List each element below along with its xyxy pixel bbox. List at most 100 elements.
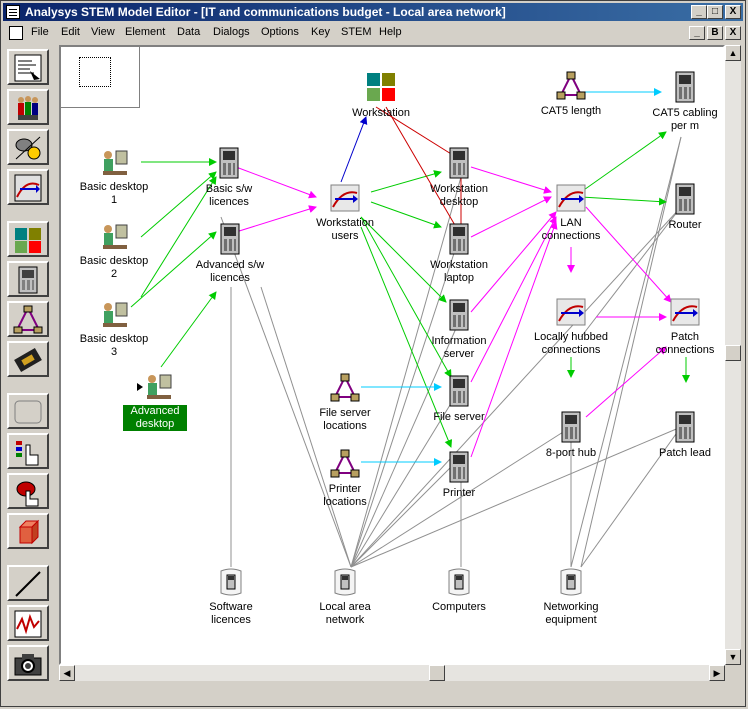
- node-file-server-locations[interactable]: File server locations: [307, 373, 383, 433]
- menu-data[interactable]: Data: [177, 26, 200, 38]
- menu-dialogs-label: Dialogs: [213, 26, 250, 38]
- app-icon[interactable]: [6, 5, 20, 19]
- menu-element[interactable]: Element: [125, 26, 165, 38]
- camera-tool-button[interactable]: [7, 645, 49, 681]
- pick-tool-button[interactable]: [7, 473, 49, 509]
- document-icon[interactable]: [9, 26, 23, 40]
- connect-tool-button[interactable]: [7, 129, 49, 165]
- node-printer-locations[interactable]: Printer locations: [307, 449, 383, 509]
- node-label: LAN connections: [541, 217, 601, 242]
- horizontal-scrollbar[interactable]: ◀ ▶: [59, 665, 725, 681]
- node-workstation-laptop[interactable]: Workstation laptop: [419, 223, 499, 285]
- scroll-left-button[interactable]: ◀: [59, 665, 75, 681]
- node-label: Advanced s/w licences: [195, 259, 265, 284]
- node-basic-sw-licences[interactable]: Basic s/w licences: [189, 147, 269, 209]
- collection-tool-button[interactable]: [7, 513, 49, 549]
- chart-tool-button[interactable]: [7, 605, 49, 641]
- window-title: Analysys STEM Model Editor - [IT and com…: [25, 5, 506, 19]
- node-label: Basic desktop 2: [79, 255, 149, 280]
- users-tool-button[interactable]: [7, 89, 49, 125]
- horizontal-scroll-thumb[interactable]: [429, 665, 445, 681]
- node-file-server[interactable]: File server: [419, 375, 499, 424]
- menu-key[interactable]: Key: [311, 26, 330, 38]
- node-information-server[interactable]: Information server: [419, 299, 499, 361]
- hand-tool-button[interactable]: [7, 433, 49, 469]
- maximize-button[interactable]: □: [707, 5, 723, 19]
- node-workstation-users[interactable]: Workstation users: [307, 183, 383, 243]
- menu-view-label: View: [91, 26, 115, 38]
- resource-icon: [220, 223, 240, 255]
- node-advanced-sw-licences[interactable]: Advanced s/w licences: [185, 223, 275, 285]
- desktop-user-icon: [103, 302, 128, 327]
- location-tool-button[interactable]: [7, 301, 49, 337]
- node-networking-equipment[interactable]: Networking equipment: [531, 567, 611, 627]
- menu-dialogs[interactable]: Dialogs: [213, 26, 250, 38]
- mdi-close-button[interactable]: X: [725, 26, 741, 40]
- node-patch-lead[interactable]: Patch lead: [649, 411, 721, 460]
- node-locally-hubbed-connections[interactable]: Locally hubbed connections: [521, 297, 621, 357]
- line-tool-button[interactable]: [7, 565, 49, 601]
- node-label: Patch lead: [659, 447, 711, 459]
- node-basic-desktop-3[interactable]: Basic desktop 3: [79, 301, 149, 359]
- node-basic-desktop-2[interactable]: Basic desktop 2: [79, 223, 149, 281]
- scroll-up-button[interactable]: ▲: [725, 45, 741, 61]
- node-computers[interactable]: Computers: [419, 567, 499, 614]
- node-advanced-desktop[interactable]: Advanced desktop: [123, 373, 187, 431]
- node-router[interactable]: Router: [649, 183, 721, 232]
- node-label: Advanced desktop: [123, 405, 187, 431]
- node-workstation[interactable]: Workstation: [343, 71, 419, 120]
- node-label: Basic s/w licences: [205, 183, 253, 208]
- model-canvas[interactable]: Basic desktop 1 Basic desktop 2 Basic de…: [59, 45, 725, 665]
- transformation-icon: [556, 298, 586, 326]
- menu-options[interactable]: Options: [261, 26, 299, 38]
- node-software-licences[interactable]: Software licences: [191, 567, 271, 627]
- menu-options-label: Options: [261, 26, 299, 38]
- menu-help[interactable]: Help: [379, 26, 402, 38]
- node-printer[interactable]: Printer: [419, 451, 499, 500]
- vertical-scrollbar[interactable]: ▲ ▼: [725, 45, 741, 665]
- node-label: Local area network: [319, 601, 371, 626]
- resource-tool-button[interactable]: [7, 261, 49, 297]
- node-lan-connections[interactable]: LAN connections: [531, 183, 611, 243]
- menu-edit[interactable]: Edit: [61, 26, 80, 38]
- resource-icon: [675, 71, 695, 103]
- node-local-area-network[interactable]: Local area network: [305, 567, 385, 627]
- vertical-scroll-thumb[interactable]: [725, 345, 741, 361]
- functional-tool-button[interactable]: [7, 221, 49, 257]
- overview-viewport[interactable]: [79, 57, 111, 87]
- node-cat5-cabling[interactable]: CAT5 cabling per m: [643, 71, 723, 133]
- title-bar[interactable]: Analysys STEM Model Editor - [IT and com…: [3, 3, 743, 21]
- transformation-icon: [556, 184, 586, 212]
- chip-tool-button[interactable]: [7, 341, 49, 377]
- close-button[interactable]: X: [725, 5, 741, 19]
- editor-tool-button[interactable]: [7, 49, 49, 85]
- node-basic-desktop-1[interactable]: Basic desktop 1: [79, 149, 149, 207]
- puzzle-icon: [15, 228, 41, 253]
- location-icon: [330, 449, 360, 478]
- resource-icon: [561, 411, 581, 443]
- node-label: Workstation laptop: [430, 259, 488, 284]
- mdi-restore-button[interactable]: B: [707, 26, 723, 40]
- resource-icon: [449, 223, 469, 255]
- blank-tool-button[interactable]: [7, 393, 49, 429]
- menu-file[interactable]: File: [31, 26, 49, 38]
- scroll-right-button[interactable]: ▶: [709, 665, 725, 681]
- node-label: File server locations: [319, 407, 371, 432]
- menu-help-label: Help: [379, 26, 402, 38]
- menu-view[interactable]: View: [91, 26, 115, 38]
- node-workstation-desktop[interactable]: Workstation desktop: [419, 147, 499, 209]
- puzzle-icon: [367, 73, 395, 101]
- node-8-port-hub[interactable]: 8-port hub: [531, 411, 611, 460]
- connect-icon: [15, 136, 41, 160]
- menu-stem[interactable]: STEM: [341, 26, 372, 38]
- scroll-down-button[interactable]: ▼: [725, 649, 741, 665]
- node-label: Patch connections: [655, 331, 715, 356]
- transformation-tool-button[interactable]: [7, 169, 49, 205]
- mdi-minimize-button[interactable]: _: [689, 26, 705, 40]
- minimize-button[interactable]: _: [691, 5, 707, 19]
- node-patch-connections[interactable]: Patch connections: [649, 297, 721, 357]
- overview-panel[interactable]: [61, 47, 140, 108]
- node-cat5-length[interactable]: CAT5 length: [531, 71, 611, 118]
- node-label: Computers: [432, 601, 486, 613]
